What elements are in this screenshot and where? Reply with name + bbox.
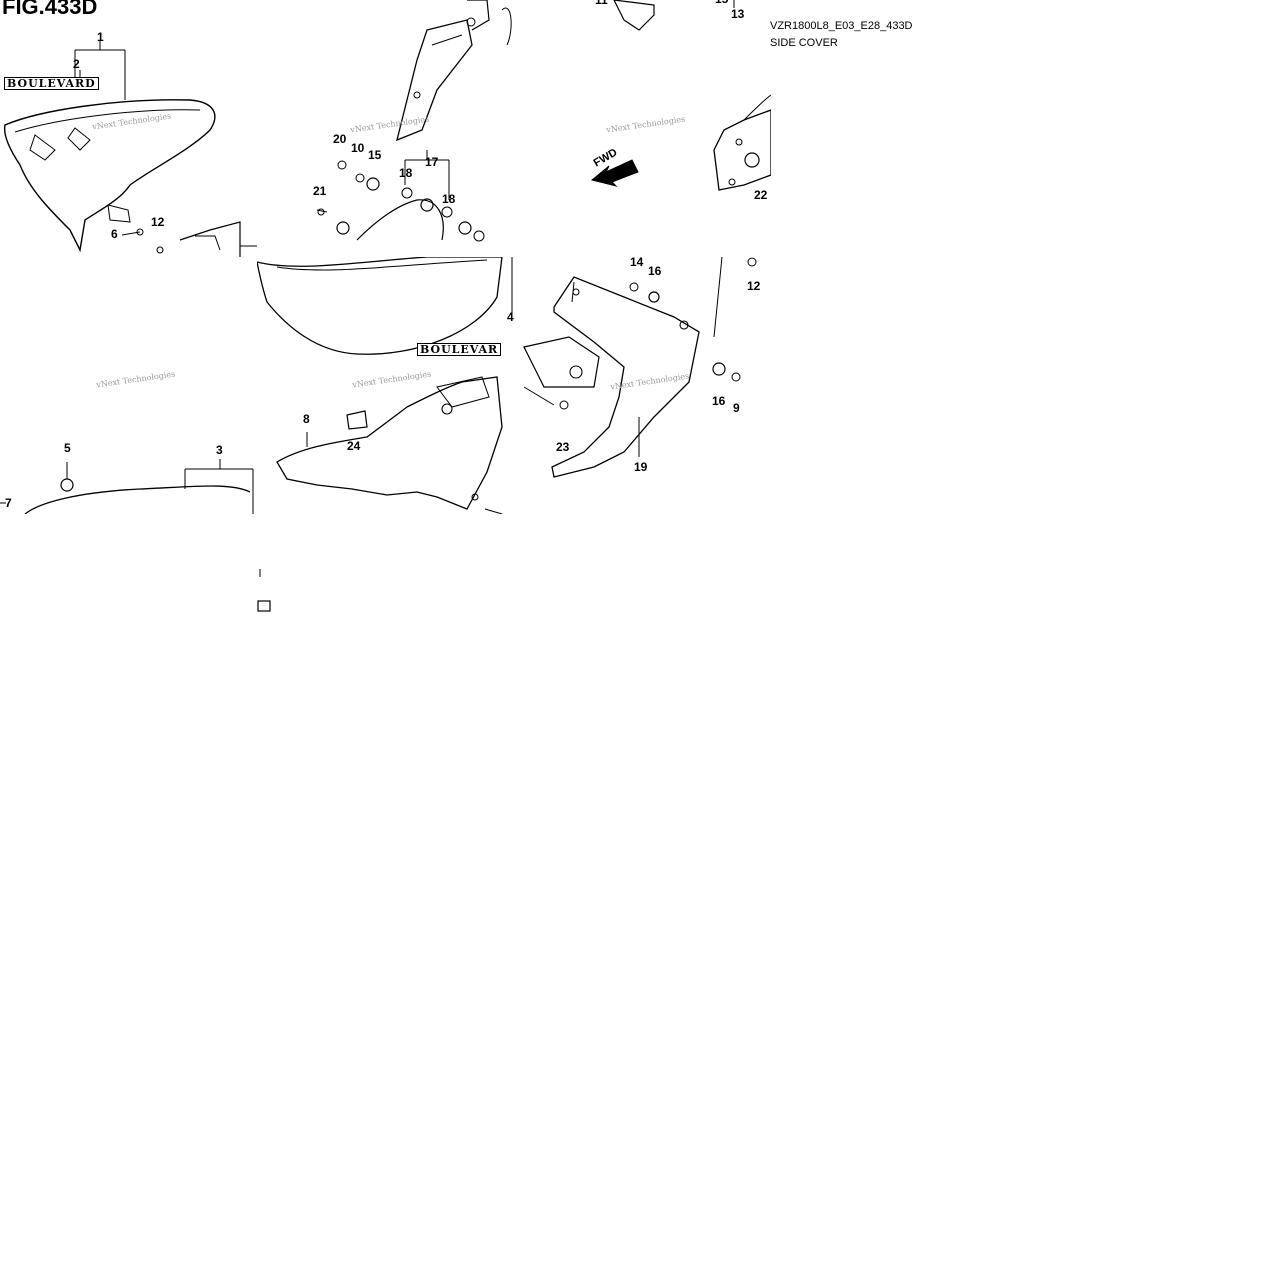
tile-fragment: [257, 514, 287, 624]
callout-2: 2: [73, 57, 80, 71]
callout-8: 8: [303, 412, 310, 426]
callout-10: 10: [351, 141, 365, 155]
fragment-drawing: [257, 569, 271, 612]
bracket-22-drawing: [590, 0, 771, 191]
callout-20: 20: [333, 132, 347, 146]
callout-18: 18: [399, 166, 413, 180]
callout-14: 14: [630, 255, 644, 269]
callout-13: 13: [731, 7, 745, 21]
seat-cover-drawing: [3, 40, 257, 257]
callout-3: 3: [216, 443, 223, 457]
bracket-upper-drawing: [316, 0, 512, 242]
figure-title: FIG.433D: [2, 0, 98, 19]
section-title: SIDE COVER: [770, 37, 838, 49]
boulevard-badge-1: BOULEVARD: [4, 77, 99, 90]
callout-4: 4: [507, 310, 514, 324]
tile-side-cover-3: [0, 257, 257, 514]
callout-16b: 16: [712, 394, 726, 408]
callout-23: 23: [556, 440, 570, 454]
tile-lower-cover: [257, 257, 514, 514]
callout-19: 19: [634, 460, 648, 474]
callout-11: 11: [595, 0, 608, 7]
callout-17: 17: [425, 155, 439, 169]
lower-cover-drawing: [257, 257, 513, 514]
callout-16: 16: [648, 264, 662, 278]
callout-24: 24: [347, 439, 361, 453]
callout-22: 22: [754, 188, 768, 202]
callout-21: 21: [313, 184, 327, 198]
callout-12: 12: [151, 215, 165, 229]
callout-7: 7: [5, 496, 12, 510]
callout-18b: 18: [442, 192, 456, 206]
side-cover-3-drawing: [0, 459, 254, 514]
callout-15b: 15: [715, 0, 728, 5]
tile-bracket-upper: [257, 0, 514, 257]
callout-1: 1: [97, 30, 104, 44]
tile-bracket-22: [514, 0, 771, 257]
tile-side-cover-19: [514, 257, 771, 514]
callout-9: 9: [733, 401, 740, 415]
model-code: VZR1800L8_E03_E28_433D: [770, 20, 913, 32]
side-cover-19-drawing: [523, 257, 757, 478]
callout-6: 6: [111, 227, 118, 241]
callout-5: 5: [64, 441, 71, 455]
callout-12b: 12: [747, 279, 761, 293]
tile-seat-cover: [0, 0, 257, 257]
callout-15: 15: [368, 148, 382, 162]
boulevard-badge-2: BOULEVAR: [417, 343, 502, 356]
